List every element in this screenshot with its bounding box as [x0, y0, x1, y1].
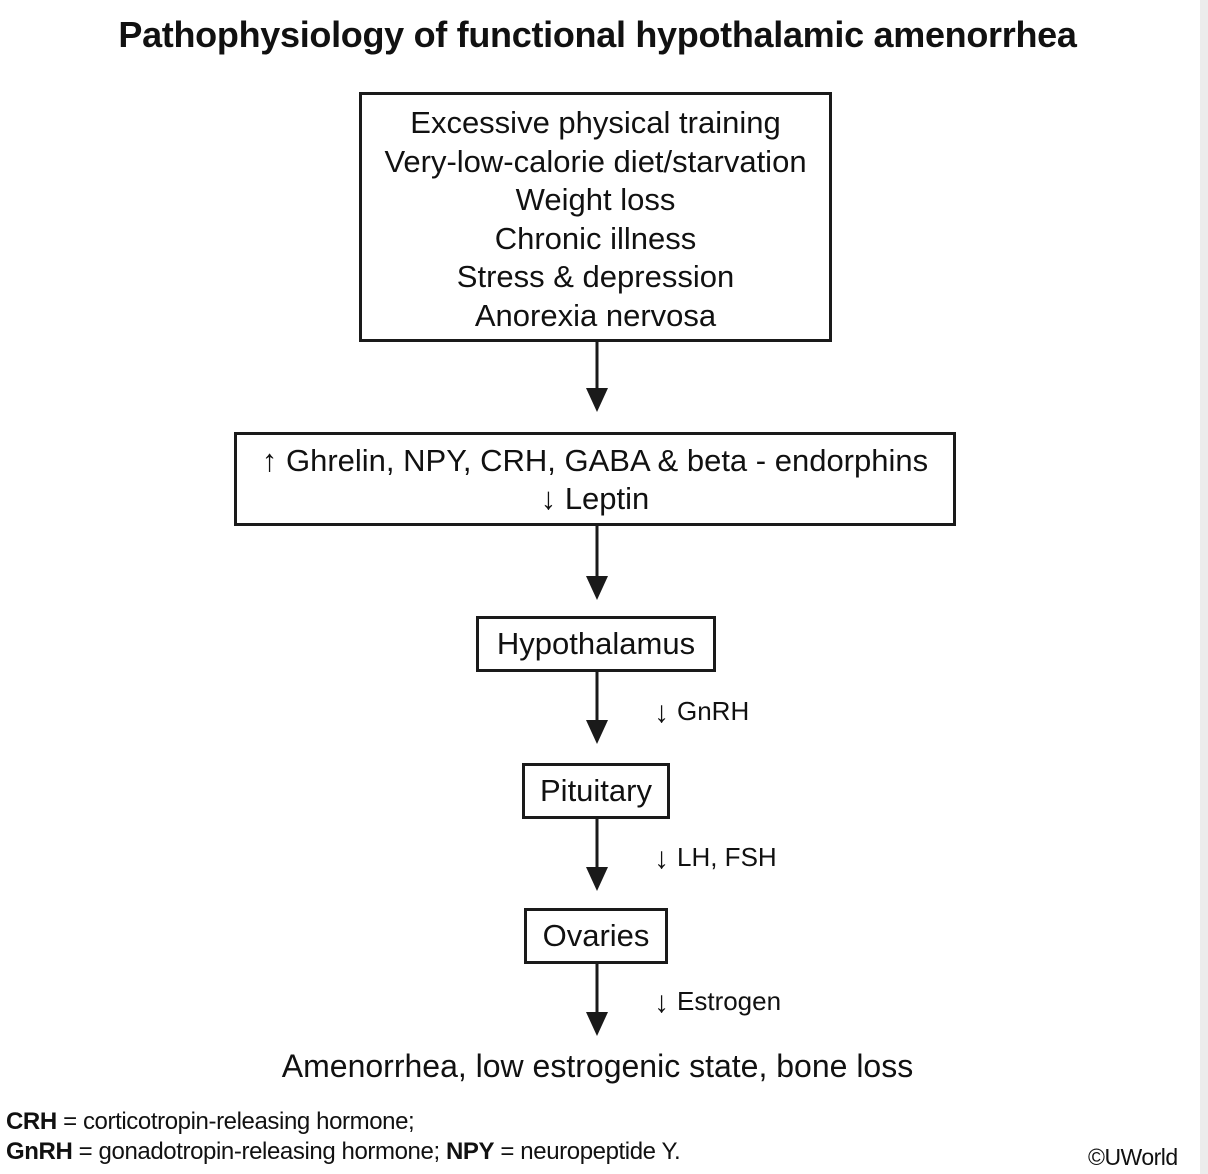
estrogen-label-text: Estrogen — [677, 986, 782, 1016]
lh-fsh-label-text: LH, FSH — [677, 842, 777, 872]
cause-item: Excessive physical training — [410, 105, 781, 140]
down-arrow-icon: ↓ — [654, 696, 669, 729]
footnote-line-1: CRH = corticotropin-releasing hormone; — [6, 1108, 415, 1136]
arrow-down-icon — [586, 964, 608, 1036]
lh-fsh-label: ↓ LH, FSH — [654, 840, 777, 875]
causes-box: Excessive physical training Very-low-cal… — [359, 92, 832, 342]
hormones-box: ↑ Ghrelin, NPY, CRH, GABA & beta - endor… — [234, 432, 956, 526]
footnote-abbr: CRH — [6, 1108, 57, 1135]
diagram-title: Pathophysiology of functional hypothalam… — [118, 14, 1077, 55]
footnote-definition: = gonadotropin-releasing hormone; — [72, 1138, 446, 1165]
gnrh-label-text: GnRH — [677, 696, 750, 726]
gnrh-label: ↓ GnRH — [654, 694, 750, 729]
cause-item: Anorexia nervosa — [474, 297, 717, 333]
estrogen-label: ↓ Estrogen — [654, 984, 782, 1019]
arrow-down-icon — [586, 342, 608, 412]
footnote-definition: = corticotropin-releasing hormone; — [56, 1108, 415, 1135]
ovaries-box: Ovaries — [524, 908, 668, 964]
pituitary-box: Pituitary — [522, 763, 670, 819]
down-arrow-icon: ↓ — [654, 842, 669, 875]
cause-item: Chronic illness — [494, 220, 697, 256]
footnote-line-2: GnRH = gonadotropin-releasing hormone; N… — [6, 1138, 681, 1166]
down-arrow-icon: ↓ — [654, 986, 669, 1019]
outcome-text: Amenorrhea, low estrogenic state, bone l… — [281, 1048, 914, 1084]
cause-item: Weight loss — [515, 182, 676, 217]
arrow-down-icon — [586, 672, 608, 744]
footnote-definition: = neuropeptide Y. — [494, 1138, 681, 1165]
hypothalamus-box: Hypothalamus — [476, 616, 716, 672]
arrow-down-icon — [586, 526, 608, 600]
arrow-down-icon — [586, 819, 608, 891]
footnote-abbr: NPY — [446, 1138, 495, 1165]
hormones-decreased: ↓ Leptin — [540, 481, 650, 516]
footnote-abbr: GnRH — [6, 1138, 73, 1165]
hormones-increased: ↑ Ghrelin, NPY, CRH, GABA & beta - endor… — [261, 443, 929, 478]
right-edge-strip — [1200, 0, 1208, 1174]
cause-item: Very-low-calorie diet/starvation — [384, 143, 807, 179]
cause-item: Stress & depression — [456, 259, 735, 294]
copyright-text: ©UWorld — [1088, 1144, 1178, 1170]
